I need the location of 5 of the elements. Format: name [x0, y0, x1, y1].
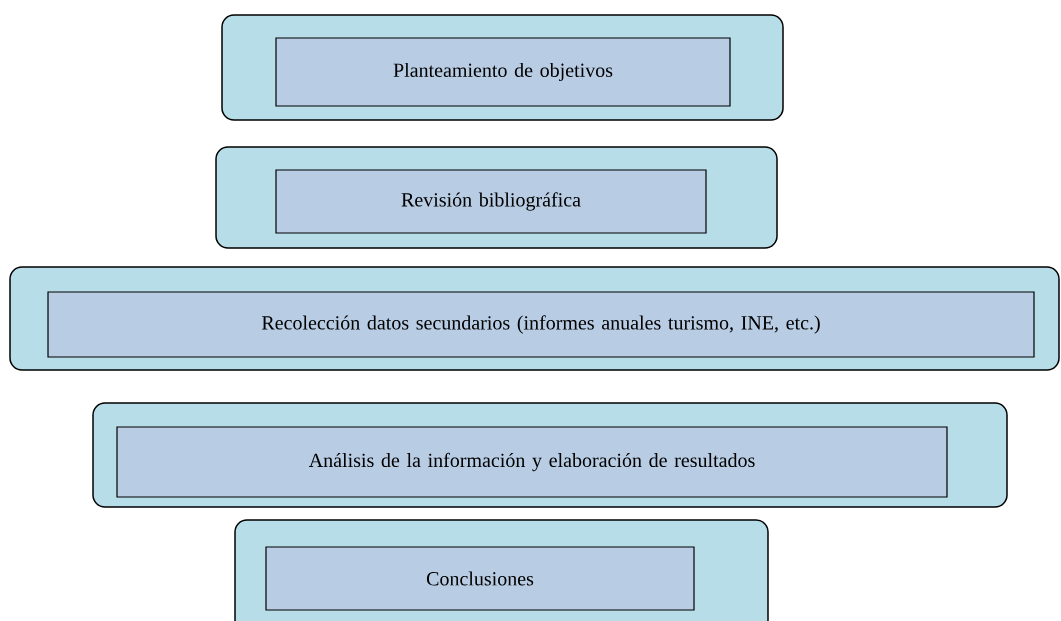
text-box: Conclusiones	[265, 546, 695, 611]
text-box: Revisión bibliográfica	[275, 169, 707, 234]
text-box: Recolección datos secundarios (informes anuales turismo, INE, etc.)	[47, 291, 1035, 358]
text-box: Planteamiento de objetivos	[275, 37, 731, 107]
text-box: Análisis de la información y elaboración de resultados	[116, 426, 948, 498]
